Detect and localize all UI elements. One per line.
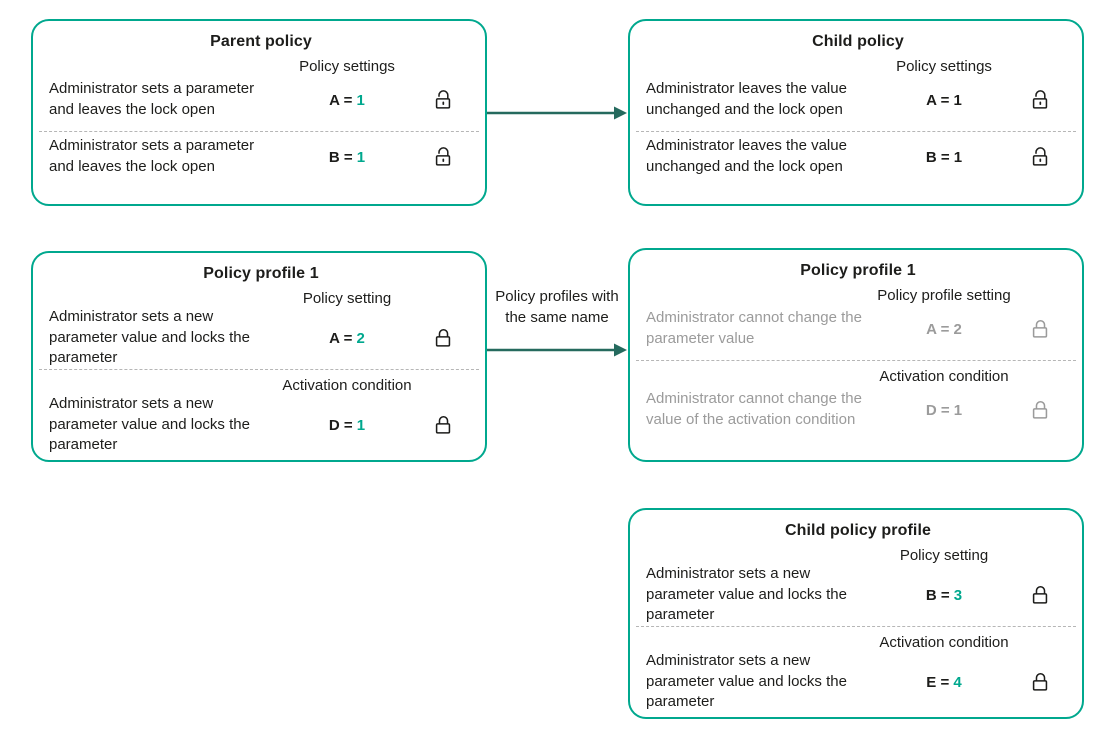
row-description: Administrator cannot change the paramete…: [646, 309, 862, 347]
section-header: Activation condition: [879, 634, 1009, 651]
param-label: E =: [926, 673, 950, 691]
section-header-row: Policy settings: [49, 58, 473, 75]
arrow-profile-to-profile: [487, 343, 627, 357]
row-description: Administrator cannot change the value of…: [646, 390, 862, 428]
closed-lock-icon: [1029, 670, 1052, 694]
param-label: B =: [925, 148, 950, 166]
param-label: A =: [926, 91, 950, 109]
section-header-row: Activation condition: [646, 634, 1070, 651]
policy-row: Administrator sets a parameter and leave…: [49, 132, 473, 182]
arrow-parent-to-child: [487, 106, 627, 120]
param-value: 1: [953, 91, 962, 109]
box-title: Policy profile 1: [800, 262, 916, 279]
row-value: B = 3: [884, 587, 1004, 604]
section-header-row: Activation condition: [49, 377, 473, 394]
section-header: Activation condition: [879, 368, 1009, 385]
dashed-divider: [39, 131, 479, 132]
child-policy-profile-box: Child policy profile Policy setting Admi…: [628, 508, 1084, 719]
closed-lock-icon: [432, 413, 455, 437]
policy-row: Administrator sets a new parameter value…: [49, 394, 473, 453]
row-description: Administrator sets a new parameter value…: [646, 565, 847, 624]
section-header: Policy settings: [896, 58, 992, 75]
param-value: 2: [953, 320, 962, 338]
row-description: Administrator leaves the value unchanged…: [646, 80, 847, 118]
child-policy-profile-1-box: Policy profile 1 Policy profile setting …: [628, 248, 1084, 462]
row-description: Administrator sets a new parameter value…: [49, 308, 250, 367]
section-header-row: Activation condition: [646, 368, 1070, 385]
policy-row: Administrator leaves the value unchanged…: [646, 75, 1070, 125]
row-description: Administrator sets a new parameter value…: [49, 395, 250, 454]
param-value: 1: [356, 148, 366, 166]
policy-row: Administrator sets a new parameter value…: [646, 564, 1070, 623]
open-lock-icon: [432, 145, 455, 169]
closed-lock-icon: [1029, 583, 1052, 607]
dashed-divider: [39, 369, 479, 370]
open-lock-icon: [1029, 145, 1052, 169]
param-value: 2: [356, 329, 365, 347]
row-description: Administrator sets a new parameter value…: [646, 652, 847, 711]
box-title: Parent policy: [210, 33, 312, 50]
open-lock-icon: [1029, 88, 1052, 112]
param-value: 4: [953, 673, 962, 691]
row-description: Administrator sets a parameter and leave…: [49, 137, 255, 175]
param-label: A =: [329, 329, 353, 347]
closed-lock-icon: [1029, 398, 1052, 422]
policy-row: Administrator cannot change the paramete…: [646, 304, 1070, 354]
open-lock-icon: [432, 88, 455, 112]
row-description: Administrator leaves the value unchanged…: [646, 137, 847, 175]
row-description: Administrator sets a parameter and leave…: [49, 80, 255, 118]
section-header-row: Policy setting: [646, 547, 1070, 564]
dashed-divider: [636, 360, 1076, 361]
param-label: A =: [329, 91, 353, 109]
section-header: Policy settings: [299, 58, 395, 75]
param-label: B =: [328, 148, 353, 166]
dashed-divider: [636, 626, 1076, 627]
row-value: A = 1: [287, 92, 407, 109]
param-label: D =: [925, 401, 950, 419]
section-header: Activation condition: [282, 377, 412, 394]
row-value: A = 2: [287, 330, 407, 347]
param-value: 3: [953, 586, 963, 604]
closed-lock-icon: [1029, 317, 1052, 341]
section-header: Policy setting: [302, 290, 392, 307]
policy-profile-1-box: Policy profile 1 Policy setting Administ…: [31, 251, 487, 462]
box-title: Child policy profile: [784, 522, 931, 539]
section-header-row: Policy settings: [646, 58, 1070, 75]
param-value: 1: [356, 91, 365, 109]
row-value: D = 1: [287, 417, 407, 434]
section-header: Policy profile setting: [877, 287, 1011, 304]
child-policy-box: Child policy Policy settings Administrat…: [628, 19, 1084, 206]
row-value: A = 1: [884, 92, 1004, 109]
box-title: Child policy: [812, 33, 904, 50]
box-title: Policy profile 1: [203, 265, 319, 282]
closed-lock-icon: [432, 326, 455, 350]
param-value: 1: [953, 401, 963, 419]
section-header-row: Policy profile setting: [646, 287, 1070, 304]
row-value: A = 2: [884, 321, 1004, 338]
connector-label: Policy profiles with the same name: [495, 288, 619, 326]
parent-policy-box: Parent policy Policy settings Administra…: [31, 19, 487, 206]
policy-row: Administrator leaves the value unchanged…: [646, 132, 1070, 182]
row-value: B = 1: [287, 149, 407, 166]
param-label: B =: [925, 586, 950, 604]
section-header: Policy setting: [899, 547, 989, 564]
param-value: 1: [356, 416, 366, 434]
param-label: D =: [328, 416, 353, 434]
policy-row: Administrator sets a new parameter value…: [646, 651, 1070, 710]
param-value: 1: [953, 148, 963, 166]
policy-row: Administrator sets a parameter and leave…: [49, 75, 473, 125]
row-value: D = 1: [884, 402, 1004, 419]
section-header-row: Policy setting: [49, 290, 473, 307]
param-label: A =: [926, 320, 950, 338]
row-value: B = 1: [884, 149, 1004, 166]
policy-row: Administrator sets a new parameter value…: [49, 307, 473, 366]
dashed-divider: [636, 131, 1076, 132]
row-value: E = 4: [884, 674, 1004, 691]
policy-row: Administrator cannot change the value of…: [646, 385, 1070, 435]
